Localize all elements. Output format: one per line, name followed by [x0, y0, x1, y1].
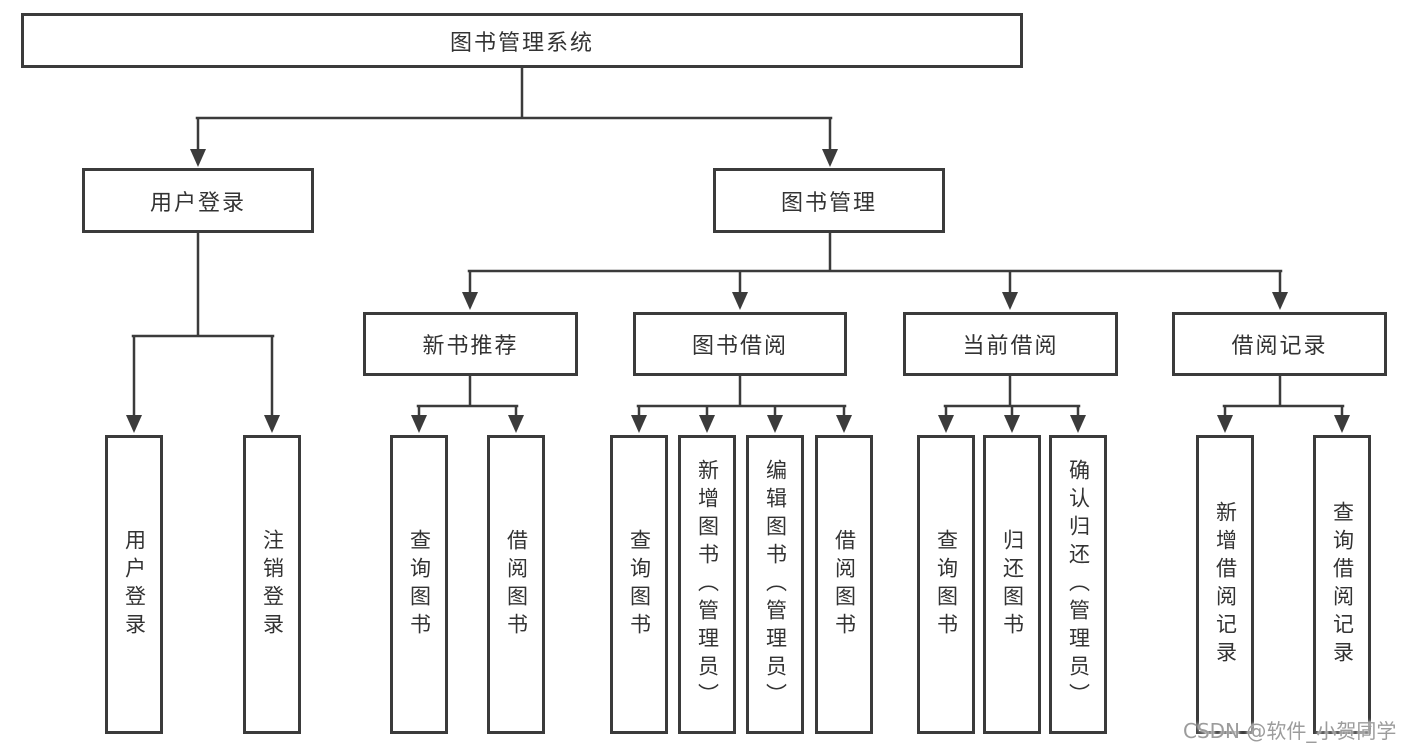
leaf-add-book-admin: 新增图书（管理员）: [678, 435, 736, 734]
node-user-login: 用户登录: [82, 168, 314, 233]
leaf-confirm-return-admin: 确认归还（管理员）: [1049, 435, 1107, 734]
node-label: 查询借阅记录: [1330, 500, 1355, 669]
node-label: 编辑图书（管理员）: [763, 458, 788, 711]
leaf-query-borrow-record: 查询借阅记录: [1313, 435, 1371, 734]
node-label: 当前借阅: [962, 334, 1059, 359]
node-label: 新增图书（管理员）: [695, 458, 720, 711]
node-label: 查询图书: [627, 528, 652, 641]
node-label: 用户登录: [122, 528, 147, 641]
leaf-edit-book-admin: 编辑图书（管理员）: [746, 435, 804, 734]
node-label: 图书管理系统: [449, 30, 594, 56]
node-label: 用户登录: [149, 190, 246, 216]
arrowhead-icons: [126, 149, 1350, 433]
leaf-return-book: 归还图书: [983, 435, 1041, 734]
node-current-borrow: 当前借阅: [903, 312, 1118, 376]
leaf-add-borrow-record: 新增借阅记录: [1196, 435, 1254, 734]
node-book-borrow: 图书借阅: [633, 312, 847, 376]
node-label: 查询图书: [407, 528, 432, 641]
node-label: 借阅记录: [1231, 334, 1328, 359]
node-library-management-system: 图书管理系统: [21, 13, 1023, 68]
leaf-borrow-book-1: 借阅图书: [487, 435, 545, 734]
node-label: 新增借阅记录: [1213, 500, 1238, 669]
leaf-query-book-3: 查询图书: [917, 435, 975, 734]
leaf-user-login: 用户登录: [105, 435, 163, 734]
node-label: 借阅图书: [832, 528, 857, 641]
node-label: 新书推荐: [422, 334, 519, 359]
node-label: 归还图书: [1000, 528, 1025, 641]
node-new-book-recommend: 新书推荐: [363, 312, 578, 376]
leaf-query-book-1: 查询图书: [390, 435, 448, 734]
leaf-borrow-book-2: 借阅图书: [815, 435, 873, 734]
node-borrow-records: 借阅记录: [1172, 312, 1387, 376]
node-label: 借阅图书: [504, 528, 529, 641]
leaf-query-book-2: 查询图书: [610, 435, 668, 734]
node-label: 图书管理: [780, 190, 877, 216]
node-label: 注销登录: [260, 528, 285, 641]
node-label: 确认归还（管理员）: [1066, 458, 1091, 711]
csdn-watermark: CSDN @软件_小贺同学: [1183, 719, 1397, 743]
node-label: 查询图书: [934, 528, 959, 641]
node-book-management: 图书管理: [713, 168, 945, 233]
leaf-logout: 注销登录: [243, 435, 301, 734]
node-label: 图书借阅: [691, 334, 788, 359]
